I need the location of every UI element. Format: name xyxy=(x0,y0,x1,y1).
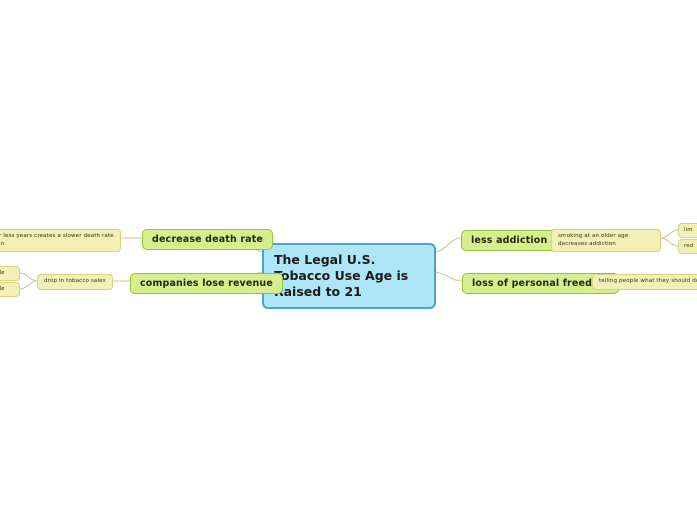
edge-root-less-addiction xyxy=(435,237,461,253)
edge-older-age-leaf-upper xyxy=(660,229,679,239)
leaf-drop-in-tobacco-sales[interactable]: drop in tobacco sales xyxy=(37,274,113,290)
edge-drop-sales-leaf-upper xyxy=(19,272,38,282)
root-node[interactable]: The Legal U.S. Tobacco Use Age is Raised… xyxy=(262,243,436,309)
branch-loss-of-personal-freedom[interactable]: loss of personal freedom xyxy=(462,273,619,294)
leaf-right-upper[interactable]: lim xyxy=(678,223,697,239)
leaf-left-upper[interactable]: gle xyxy=(0,266,20,282)
leaf-right-lower[interactable]: red xyxy=(678,239,697,255)
branch-less-addiction[interactable]: less addiction xyxy=(461,230,558,251)
leaf-left-lower[interactable]: gle xyxy=(0,282,20,298)
edge-drop-sales-leaf-lower xyxy=(19,280,38,290)
leaf-older-age-decreases-addiction[interactable]: smoking at an older age decreases addict… xyxy=(551,229,661,253)
branch-companies-lose-revenue[interactable]: companies lose revenue xyxy=(130,273,283,294)
edge-root-loss-personal-freedom xyxy=(435,271,463,282)
edge-older-age-leaf-lower xyxy=(660,237,679,247)
leaf-slower-death-rate[interactable]: r less years creates a slower death rate… xyxy=(0,229,121,253)
leaf-telling-people-what-to-do[interactable]: telling people what they should do xyxy=(592,274,697,290)
branch-decrease-death-rate[interactable]: decrease death rate xyxy=(142,229,274,250)
